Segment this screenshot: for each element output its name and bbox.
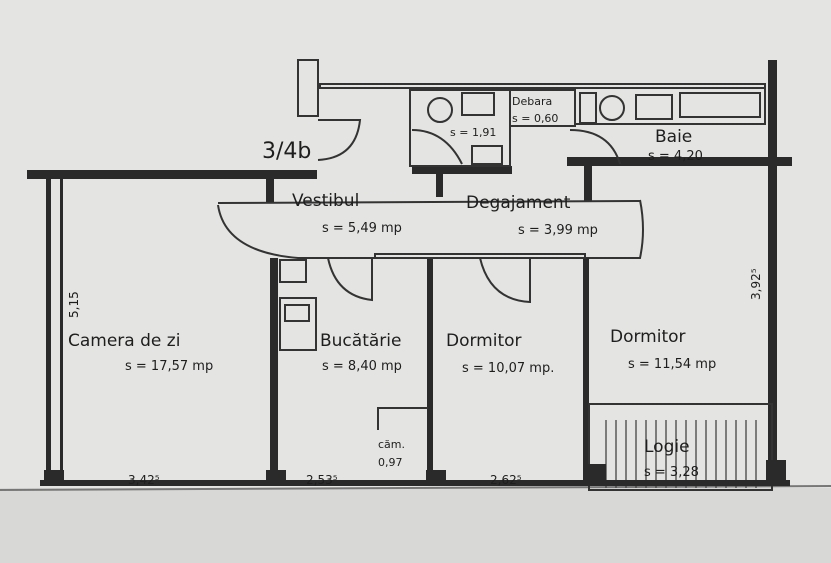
room-name-baie: Baie — [655, 127, 692, 147]
duct — [297, 59, 319, 117]
room-area-baie: s = 4,20 — [648, 149, 703, 164]
logie-hatch — [605, 420, 757, 488]
column-4 — [586, 464, 606, 486]
logie-area — [588, 403, 773, 491]
room-name-debara: Debara — [512, 95, 552, 108]
room-name-camara: căm. — [378, 438, 405, 451]
room-name-dormitor-1: Dormitor — [446, 331, 522, 351]
dim-left-height: 5,15 — [67, 291, 81, 318]
wall-right — [768, 60, 777, 480]
room-area-wc: s = 1,91 — [450, 126, 496, 139]
unit-tag: 3/4b — [262, 139, 311, 164]
sink-icon — [461, 92, 495, 116]
room-area-degajament: s = 3,99 mp — [518, 223, 598, 238]
wc-room — [409, 89, 511, 167]
dim-bottom-2: 2,53⁵ — [306, 473, 338, 487]
dim-right-height: 3,92⁵ — [749, 268, 763, 300]
wall-vestibul-top — [412, 166, 512, 174]
column-1 — [44, 470, 64, 486]
room-area-camera: s = 17,57 mp — [125, 359, 213, 374]
tub-icon — [635, 94, 673, 120]
tub-2-icon — [679, 92, 761, 118]
room-name-dormitor-2: Dormitor — [610, 327, 686, 347]
room-name-bucatarie: Bucătărie — [320, 331, 401, 351]
kitchen-counter — [279, 297, 317, 351]
door-entry — [317, 119, 362, 161]
wall-bed-divider — [583, 258, 589, 483]
wall-top-left — [27, 170, 317, 179]
tap-icon — [579, 92, 597, 124]
door-dormitor-1 — [479, 257, 531, 304]
room-name-camera: Camera de zi — [68, 331, 180, 351]
door-baie — [569, 129, 621, 165]
wall-top-right — [567, 157, 792, 166]
paper-strip — [0, 488, 831, 563]
door-wc — [411, 129, 463, 165]
corridor-curve — [217, 199, 644, 259]
room-area-dormitor-2: s = 11,54 mp — [628, 357, 716, 372]
wall-bath-top — [319, 83, 766, 89]
wall-kitchen-right — [427, 258, 433, 483]
wall-corner — [266, 172, 274, 202]
wall-corner-3 — [436, 172, 443, 197]
column-5 — [766, 460, 786, 486]
column-2 — [266, 470, 286, 486]
corridor-line-top — [217, 200, 641, 204]
column-3 — [426, 470, 446, 486]
door-vestibul — [327, 257, 373, 302]
room-area-vestibul: s = 5,49 mp — [322, 221, 402, 236]
room-name-logie: Logie — [644, 437, 690, 457]
room-area-dormitor-1: s = 10,07 mp. — [462, 361, 554, 376]
room-name-degajament: Degajament — [466, 193, 571, 213]
dim-bottom-1: 3,42⁵ — [128, 473, 160, 487]
wall-kitchen-left — [270, 258, 278, 483]
room-name-vestibul: Vestibul — [292, 191, 359, 211]
wall-bottom — [40, 480, 790, 486]
paper-fold — [0, 485, 831, 491]
room-area-bucatarie: s = 8,40 mp — [322, 359, 402, 374]
kitchen-stove — [279, 259, 307, 283]
pantry-walls — [377, 407, 428, 430]
room-area-camara: 0,97 — [378, 456, 403, 469]
dim-bottom-3: 2,62⁵ — [490, 473, 522, 487]
sink-2-icon — [599, 95, 625, 121]
room-area-debara: s = 0,60 — [512, 112, 558, 125]
wall-corner-2 — [584, 166, 592, 201]
wall-corridor-bottom — [374, 253, 586, 259]
room-area-logie: s = 3,28 — [644, 465, 699, 480]
toilet-icon — [427, 97, 453, 123]
stove-small-icon — [471, 145, 503, 165]
wall-left-inner — [60, 179, 63, 479]
kitchen-sink — [284, 304, 310, 322]
bath-fixtures — [574, 87, 766, 125]
wall-left — [46, 179, 51, 479]
